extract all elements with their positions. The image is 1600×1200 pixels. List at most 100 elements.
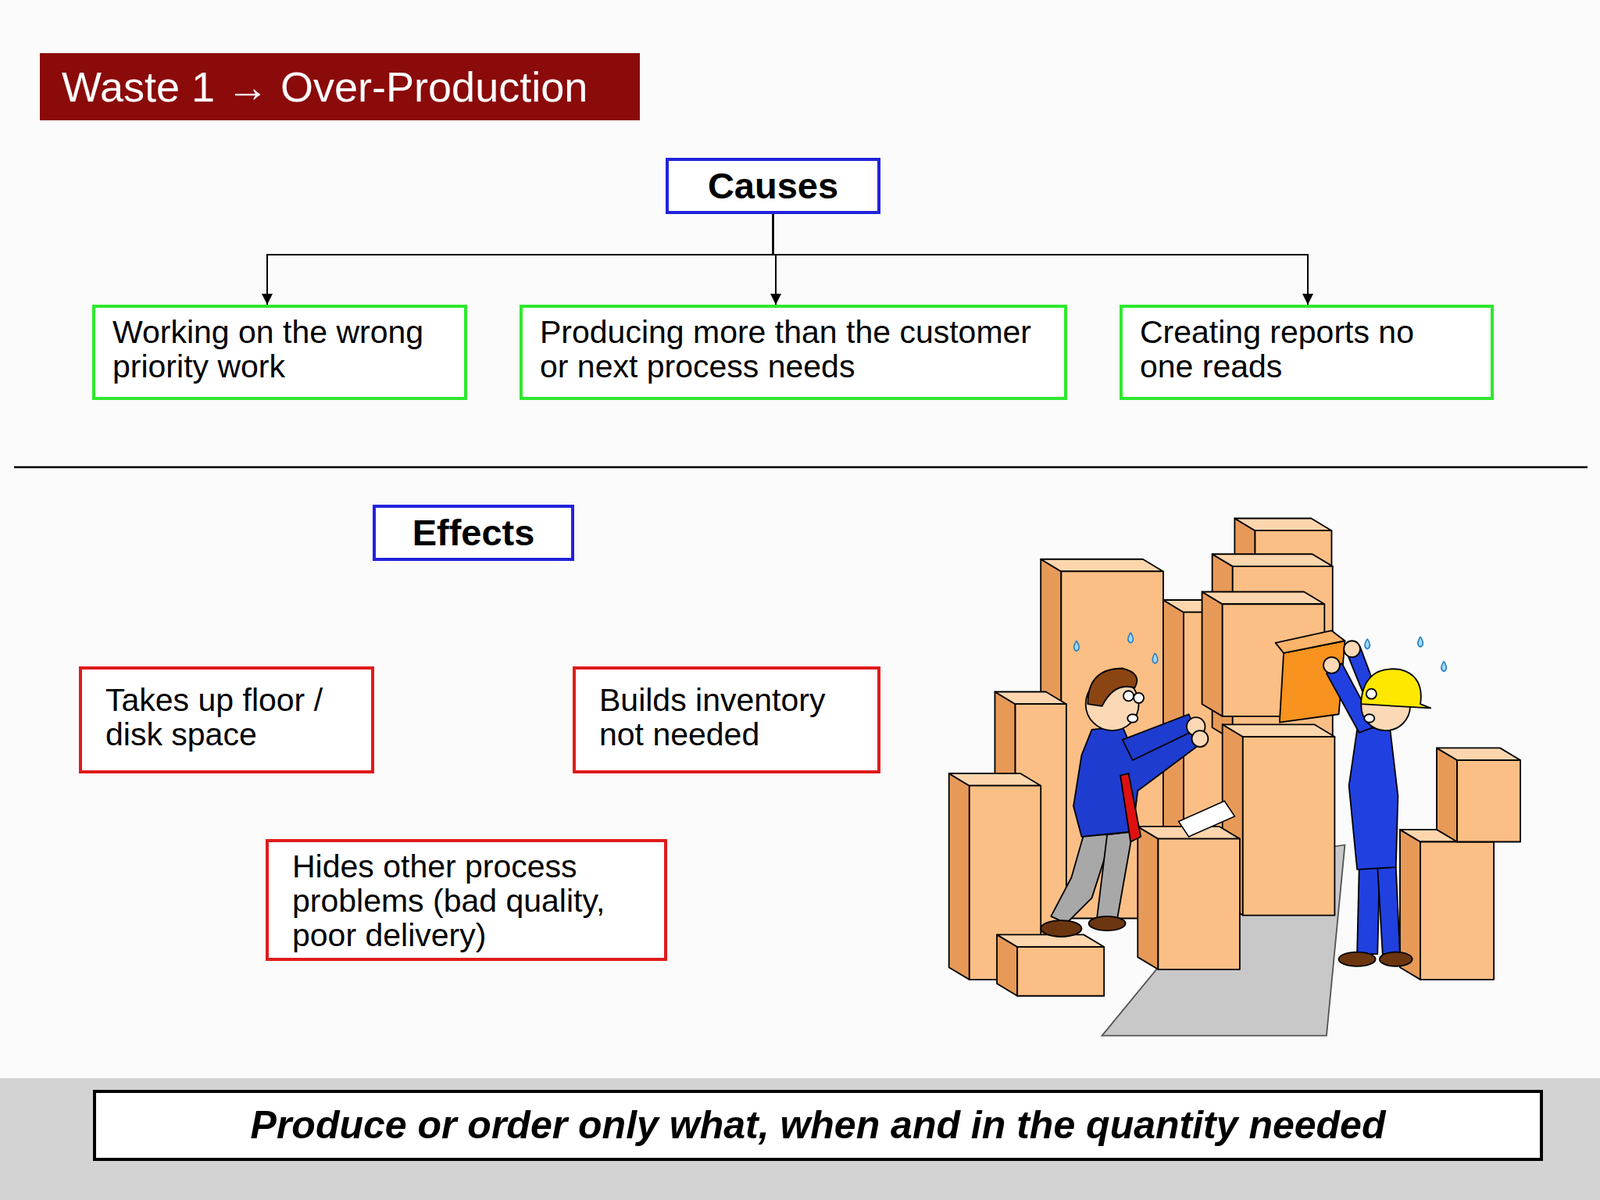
sweat-drop — [1152, 653, 1158, 664]
carton-front — [1420, 842, 1494, 980]
sweat-drop — [1128, 632, 1134, 643]
factory-worker — [1323, 640, 1431, 967]
sweat-drop — [1364, 639, 1371, 650]
cause-box: Working on the wrong priority work — [92, 304, 468, 400]
sweat-drop — [1441, 660, 1447, 672]
carton — [1436, 747, 1521, 842]
office-worker — [1040, 667, 1208, 937]
carton-top — [1400, 829, 1494, 843]
carton-side — [1212, 553, 1233, 740]
carton — [1222, 724, 1336, 915]
carton-side — [1436, 747, 1458, 842]
effect-box: Takes up floor / disk space — [78, 666, 375, 774]
hand — [1192, 730, 1209, 747]
shoe — [1040, 920, 1082, 937]
carton-front — [969, 785, 1041, 980]
carton — [994, 692, 1066, 970]
cause-box: Creating reports no one reads — [1119, 304, 1494, 400]
box-text: Takes up floor / disk space — [105, 683, 364, 753]
sweat-drop — [1074, 640, 1080, 651]
carton-top — [994, 692, 1066, 705]
tie — [1120, 773, 1141, 843]
mouth — [1364, 714, 1375, 722]
carton-top — [1222, 724, 1336, 737]
cause-box: Producing more than the customer or next… — [519, 304, 1068, 400]
conveyor-ramp — [1102, 844, 1346, 1036]
carton-front — [1232, 566, 1333, 740]
eye — [1366, 689, 1377, 700]
arm — [1122, 714, 1197, 761]
principle-text: Produce or order only what, when and in … — [250, 1104, 1386, 1147]
carton-top — [1212, 553, 1333, 567]
header-text: Causes — [707, 166, 839, 206]
carton-front — [1017, 946, 1104, 997]
overalls — [1349, 726, 1399, 870]
carton-top — [1040, 559, 1164, 572]
connector-arrow — [773, 214, 777, 305]
carton — [996, 934, 1104, 996]
carton-front — [1255, 530, 1333, 735]
carton-top — [1163, 600, 1225, 613]
carton-front — [1183, 612, 1225, 909]
carton-side — [1137, 826, 1158, 970]
carton — [1202, 592, 1325, 717]
carton-side — [996, 934, 1018, 996]
carton-side — [1202, 592, 1223, 717]
section-header: Effects — [372, 504, 575, 561]
carton — [949, 773, 1042, 980]
carton-front — [1157, 839, 1240, 970]
hand — [1186, 717, 1206, 736]
effect-box: Hides other process problems (bad qualit… — [265, 839, 668, 961]
box-text: Producing more than the customer or next… — [539, 315, 1056, 385]
connector-arrow — [267, 214, 774, 305]
hair — [1087, 667, 1137, 706]
carton-top — [1234, 517, 1332, 531]
carton-top — [949, 773, 1042, 786]
slide-title: Waste 1 → Over-Production — [61, 62, 588, 111]
carton-side — [1400, 829, 1421, 980]
hand — [1323, 657, 1340, 674]
header-text: Effects — [412, 513, 536, 553]
overall-leg — [1357, 867, 1380, 954]
falling-carton-top — [1275, 630, 1346, 654]
divider-line — [14, 466, 1588, 469]
head — [1085, 677, 1140, 731]
carton-front — [1242, 736, 1336, 916]
carton — [1163, 600, 1225, 908]
falling-carton — [1279, 640, 1346, 722]
carton — [1212, 553, 1333, 740]
arm — [1346, 646, 1390, 729]
jacket — [1073, 726, 1203, 837]
mouth — [1127, 714, 1138, 722]
box-text: Builds inventory not needed — [599, 683, 869, 753]
arm — [1326, 663, 1376, 733]
hand — [1343, 640, 1361, 658]
carton-side — [1163, 600, 1184, 908]
carton — [1234, 517, 1332, 735]
box-text: Hides other process problems (bad qualit… — [292, 850, 652, 954]
eye — [1133, 692, 1144, 704]
carton-top — [996, 934, 1104, 947]
carton-top — [1436, 747, 1521, 761]
overall-leg — [1377, 867, 1400, 954]
carton-side — [1222, 724, 1243, 915]
carton-front — [1060, 571, 1164, 918]
trouser-leg — [1050, 834, 1112, 924]
hard-hat — [1360, 668, 1431, 708]
carton-top — [1202, 592, 1325, 605]
carton — [1040, 559, 1164, 919]
shoe — [1379, 952, 1413, 967]
carton-front — [1457, 760, 1521, 842]
effect-box: Builds inventory not needed — [572, 666, 881, 774]
carton-front — [1222, 603, 1325, 717]
title-band: Waste 1 → Over-Production — [39, 53, 640, 121]
shoe — [1339, 952, 1376, 967]
carton-side — [994, 692, 1015, 970]
principle-box: Produce or order only what, when and in … — [92, 1089, 1543, 1161]
paper-sheet — [1178, 800, 1236, 837]
carton-side — [1234, 517, 1255, 735]
carton-top — [1137, 826, 1240, 840]
